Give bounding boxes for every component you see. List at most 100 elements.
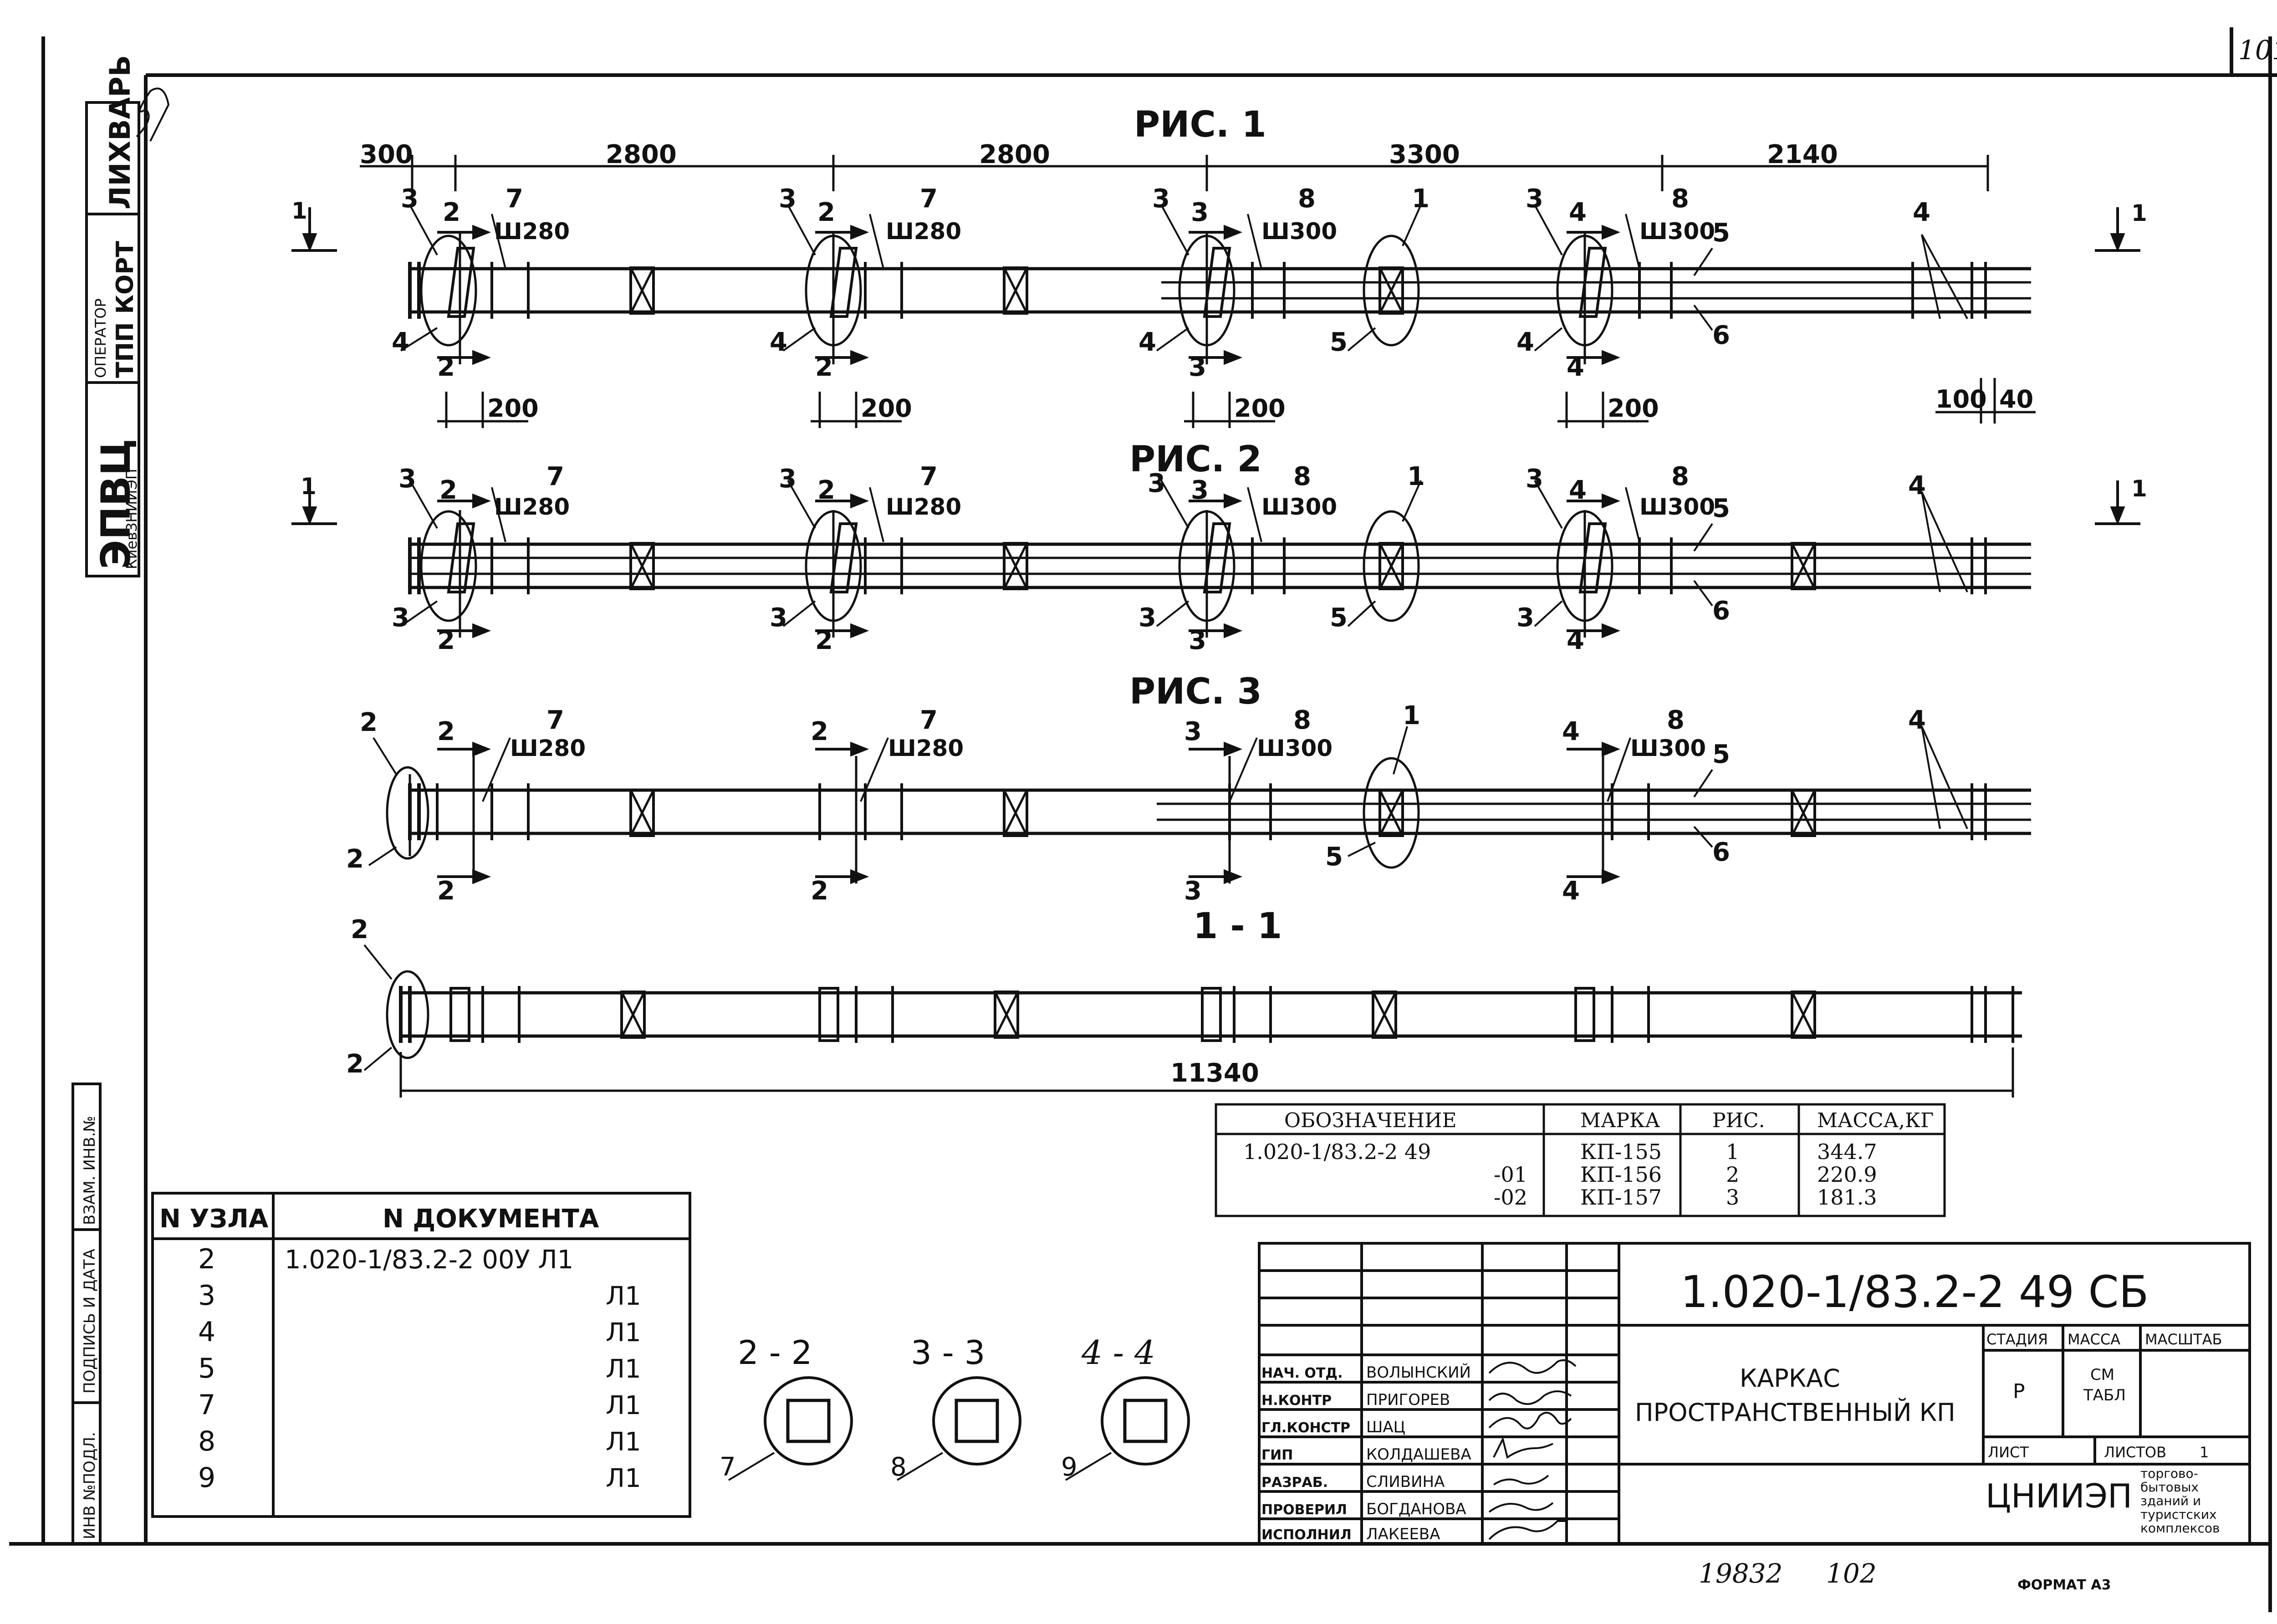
label: 7 [546, 705, 564, 735]
label: 8 [1293, 705, 1311, 735]
side-columns [71, 1083, 102, 1545]
label: 6 [1712, 596, 1730, 626]
label: 3 [392, 603, 409, 633]
label: 4 [392, 327, 409, 357]
label: 5 [1330, 603, 1348, 633]
label: 1 [2131, 200, 2147, 226]
dim-2800-b: 2800 [979, 140, 1050, 169]
label: 2 [811, 876, 828, 906]
label: 8 [1298, 184, 1316, 214]
side-podpis-data: ПОДПИСЬ И ДАТА [81, 1249, 99, 1394]
nodes-cell: 7 [198, 1389, 215, 1421]
label: Ш280 [886, 494, 961, 520]
fig2-title: РИС. 2 [1129, 439, 1262, 480]
signer-role: ИСПОЛНИЛ [1261, 1527, 1352, 1543]
label: 1 [1412, 184, 1430, 214]
label: 5 [1325, 842, 1343, 872]
stage-label: СТАДИЯ [1986, 1331, 2048, 1348]
stamp-operator-label: ОПЕРАТОР [92, 298, 109, 378]
signer-name: ЛАКЕЕВА [1366, 1525, 1440, 1543]
label: 5 [1330, 327, 1348, 357]
signer-role: Н.КОНТР [1261, 1393, 1332, 1409]
section-3-3 [896, 1376, 1021, 1481]
label: 2 [346, 1049, 364, 1079]
label: 3 [1516, 603, 1534, 633]
nodes-header: N ДОКУМЕНТА [383, 1204, 599, 1234]
nodes-cell: Л1 [606, 1354, 641, 1384]
label: Ш280 [510, 735, 586, 761]
org-desc: комплексов [2140, 1521, 2220, 1536]
label: Ш300 [1257, 735, 1333, 761]
org-desc: зданий и [2140, 1493, 2201, 1508]
label: 2 [815, 352, 833, 382]
label: 3 [1184, 717, 1202, 746]
nodes-cell: 1.020-1/83.2-2 00У Л1 [285, 1245, 573, 1275]
mass-value: СМ [2090, 1366, 2114, 1384]
sheets-value: 1 [2200, 1444, 2209, 1461]
title-name-2: ПРОСТРАНСТВЕННЫЙ КП [1635, 1398, 1955, 1427]
bottom-note: 102 [1826, 1558, 1877, 1589]
sheet-label: ЛИСТ [1988, 1444, 2029, 1461]
nodes-cell: Л1 [606, 1391, 641, 1420]
label: 2 [360, 708, 378, 737]
dim-2800-a: 2800 [606, 140, 677, 169]
nodes-cell: Л1 [606, 1427, 641, 1457]
label: 2 [439, 475, 457, 505]
label: 2 [351, 915, 368, 945]
label: 5 [1712, 740, 1730, 769]
signer-name: ПРИГОРЕВ [1366, 1391, 1450, 1409]
marks-header: МАРКА [1580, 1109, 1660, 1132]
label: 4 [1569, 475, 1587, 505]
nodes-cell: 8 [198, 1425, 215, 1457]
fig1-leaders [400, 204, 1968, 352]
stage-value: Р [2013, 1380, 2025, 1403]
marks-cell: 181.3 [1817, 1185, 1877, 1210]
signer-role: НАЧ. ОТД. [1261, 1365, 1343, 1381]
label: 2 [437, 717, 455, 746]
label: 3 [1152, 184, 1170, 214]
dim-total: 11340 [1170, 1058, 1259, 1088]
label: 200 [1234, 394, 1286, 423]
marks-cell: -02 [1494, 1185, 1527, 1210]
label: 4 [1138, 327, 1156, 357]
label: 2 [817, 475, 835, 505]
label: 3 [779, 464, 796, 494]
signer-role: ГИП [1261, 1447, 1293, 1463]
fig2-section-markers [291, 480, 2140, 638]
section-2-2 [728, 1376, 853, 1481]
label: 8 [1293, 462, 1311, 491]
stamp-month: ЛИХВАРЬ [103, 55, 137, 209]
label: 8 [1671, 184, 1689, 214]
label: Ш280 [888, 735, 964, 761]
section11-cage [363, 944, 2022, 1098]
signatures [1488, 1359, 1577, 1540]
fig1-dims-200 [437, 378, 2036, 428]
signer-name: СЛИВИНА [1366, 1473, 1445, 1491]
signer-name: БОГДАНОВА [1366, 1500, 1466, 1518]
fig1-title: РИС. 1 [1134, 104, 1266, 145]
label: 4 [1567, 626, 1584, 655]
label: 5 [1712, 494, 1730, 523]
label: 4 [1569, 198, 1587, 227]
label: 2 [346, 844, 364, 874]
marks-header: ОБОЗНАЧЕНИЕ [1284, 1109, 1457, 1132]
signer-name: КОЛДАШЕВА [1366, 1445, 1471, 1464]
label: 1 [1403, 701, 1420, 730]
label: 2 [811, 717, 828, 746]
nodes-cell: 2 [198, 1243, 215, 1275]
nodes-cell: 4 [198, 1316, 215, 1348]
format-label: ФОРМАТ А3 [2017, 1577, 2111, 1593]
marks-cell: 1 [1726, 1139, 1739, 1164]
label: 8 [1667, 705, 1685, 735]
label: 4 [1516, 327, 1534, 357]
fig2-leaders [400, 480, 1968, 627]
fig3-title: РИС. 3 [1129, 671, 1262, 712]
label: 3 [1191, 475, 1209, 505]
mass-value: ТАБЛ [2083, 1386, 2126, 1404]
signer-name: ШАЦ [1366, 1418, 1405, 1436]
label: 1 [1407, 462, 1425, 491]
fig1-dimension-line [360, 155, 1989, 191]
label: 3 [1148, 469, 1165, 498]
label: 3 [779, 184, 796, 214]
side-inv-podl: ИНВ №ПОДЛ. [81, 1432, 99, 1539]
